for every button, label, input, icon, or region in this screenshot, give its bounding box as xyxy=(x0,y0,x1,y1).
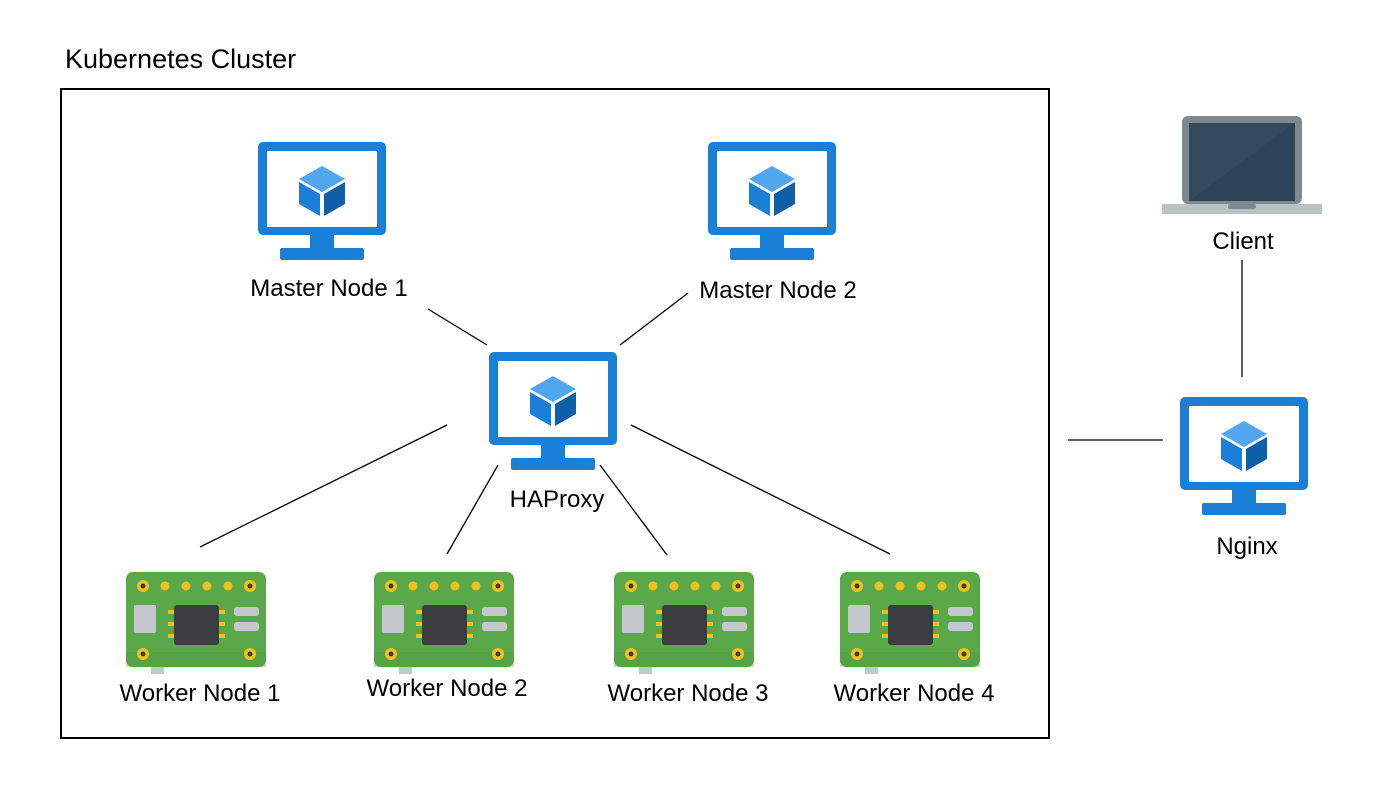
edge-haproxy-worker4 xyxy=(630,424,891,555)
node-label-client: Client xyxy=(1212,228,1274,255)
kubernetes-cluster-boundary xyxy=(60,88,1050,739)
laptop-icon xyxy=(1162,116,1322,214)
node-label-master-2: Master Node 2 xyxy=(699,277,857,304)
node-label-worker-3: Worker Node 3 xyxy=(607,680,769,707)
node-label-worker-2: Worker Node 2 xyxy=(366,675,528,702)
circuit-board-icon xyxy=(840,572,980,674)
monitor-cube-icon xyxy=(708,142,836,260)
node-label-master-1: Master Node 1 xyxy=(250,275,408,302)
node-label-worker-1: Worker Node 1 xyxy=(119,680,281,707)
edge-master1-haproxy xyxy=(427,308,488,346)
connector-lines xyxy=(199,260,1243,556)
circuit-board-icon xyxy=(374,572,514,674)
edge-master2-haproxy xyxy=(619,292,689,346)
monitor-cube-icon xyxy=(258,142,386,260)
edge-haproxy-worker1 xyxy=(199,424,448,548)
edge-haproxy-worker2 xyxy=(446,464,499,555)
node-label-haproxy: HAProxy xyxy=(509,486,605,513)
edge-haproxy-worker3 xyxy=(599,464,668,556)
cluster-title: Kubernetes Cluster xyxy=(65,44,297,74)
node-label-worker-4: Worker Node 4 xyxy=(833,680,995,707)
monitor-cube-icon xyxy=(1180,397,1308,515)
circuit-board-icon xyxy=(126,572,266,674)
node-label-nginx: Nginx xyxy=(1216,533,1278,560)
circuit-board-icon xyxy=(614,572,754,674)
monitor-cube-icon xyxy=(489,352,617,470)
